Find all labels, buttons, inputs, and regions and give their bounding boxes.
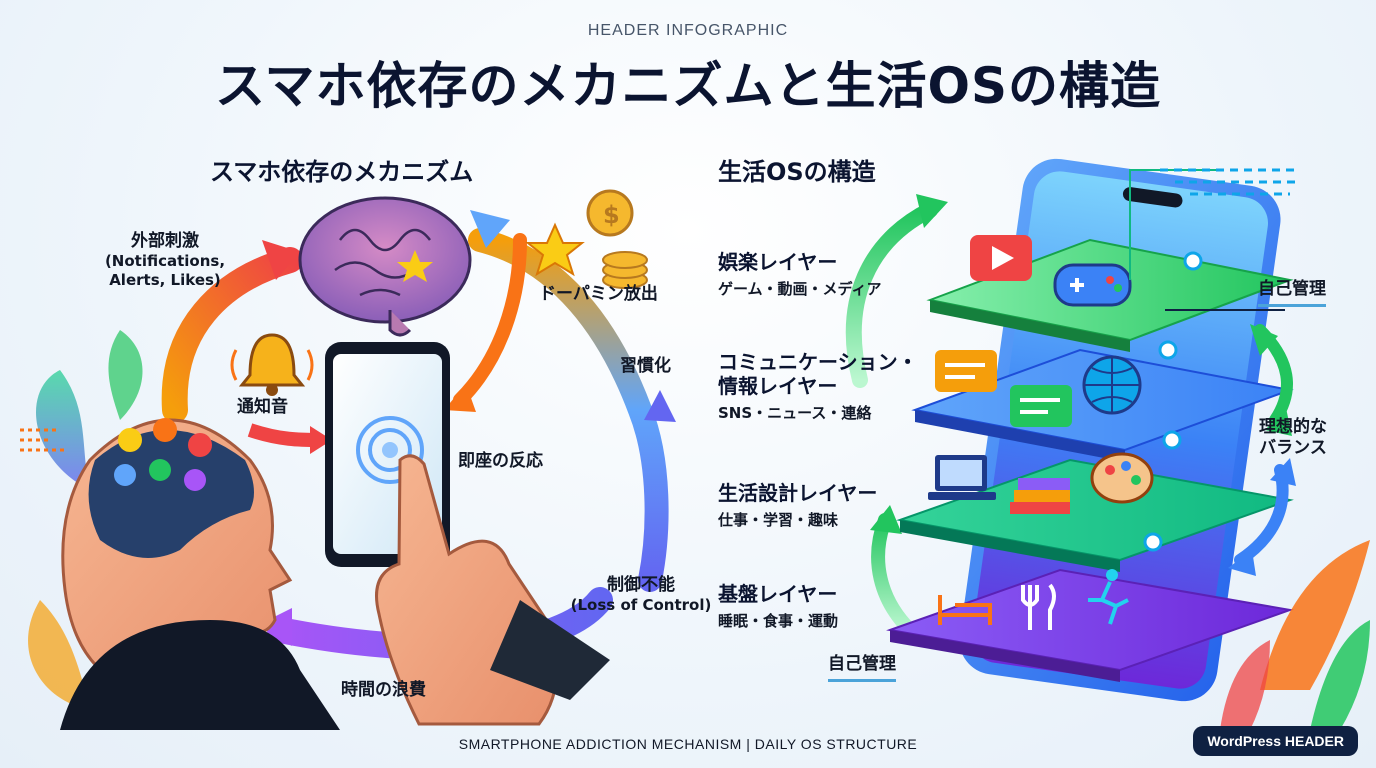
- layer-entertainment-label: 娯楽レイヤー ゲーム・動画・メディア: [718, 250, 882, 299]
- svg-text:$: $: [603, 201, 620, 229]
- addiction-cycle-illustration: $: [20, 189, 676, 730]
- page-title: スマホ依存のメカニズムと生活OSの構造: [214, 57, 1161, 115]
- head-emoji-icons: [114, 418, 212, 491]
- notification-sound-label: 通知音: [237, 397, 288, 417]
- wordpress-header-badge: WordPress HEADER: [1193, 726, 1358, 756]
- self-management-bottom-label: 自己管理: [828, 654, 896, 683]
- loss-of-control-title: 制御不能: [607, 575, 675, 595]
- layer-foundation-sub: 睡眠・食事・運動: [718, 612, 839, 630]
- layer-life-design-sub: 仕事・学習・趣味: [718, 511, 839, 529]
- layer-life-design-label: 生活設計レイヤー 仕事・学習・趣味: [718, 481, 877, 530]
- dopamine-label: ドーパミン放出: [539, 284, 658, 304]
- self-management-top-label: 自己管理: [1258, 279, 1326, 308]
- layer-entertainment-title: 娯楽レイヤー: [718, 250, 838, 274]
- layer-foundation-title: 基盤レイヤー: [718, 582, 838, 606]
- layer-communication-sub: SNS・ニュース・連絡: [718, 404, 872, 422]
- habit-label: 習慣化: [620, 356, 671, 376]
- daily-os-illustration: [845, 158, 1370, 730]
- layer-entertainment-sub: ゲーム・動画・メディア: [718, 280, 882, 298]
- layer-foundation: [886, 568, 1294, 682]
- eyebrow-label: HEADER INFOGRAPHIC: [587, 22, 789, 39]
- layer-communication: [911, 348, 1294, 462]
- mechanism-section-title: スマホ依存のメカニズム: [210, 158, 474, 186]
- bell-icon: [230, 333, 314, 396]
- brain-icon: [298, 196, 472, 337]
- os-section-title: 生活OSの構造: [718, 158, 876, 186]
- footer-caption: SMARTPHONE ADDICTION MECHANISM | DAILY O…: [458, 736, 918, 752]
- ideal-balance-label: 理想的な バランス: [1259, 417, 1327, 459]
- external-stimulus-label: 外部刺激 (Notifications, Alerts, Likes): [70, 231, 260, 290]
- layer-foundation-label: 基盤レイヤー 睡眠・食事・運動: [718, 582, 838, 631]
- loss-of-control-label: 制御不能 (Loss of Control): [566, 575, 716, 615]
- instant-reaction-label: 即座の反応: [458, 451, 543, 471]
- external-stimulus-title: 外部刺激: [131, 231, 199, 251]
- layer-life-design-title: 生活設計レイヤー: [718, 481, 878, 505]
- external-stimulus-detail: (Notifications, Alerts, Likes): [104, 252, 226, 289]
- loss-of-control-detail: (Loss of Control): [570, 596, 712, 615]
- layer-life-design: [896, 452, 1294, 572]
- layer-communication-label: コミュニケーション・ 情報レイヤー SNS・ニュース・連絡: [718, 350, 918, 423]
- layer-communication-title: コミュニケーション・ 情報レイヤー: [718, 350, 918, 398]
- time-waste-label: 時間の浪費: [341, 680, 426, 700]
